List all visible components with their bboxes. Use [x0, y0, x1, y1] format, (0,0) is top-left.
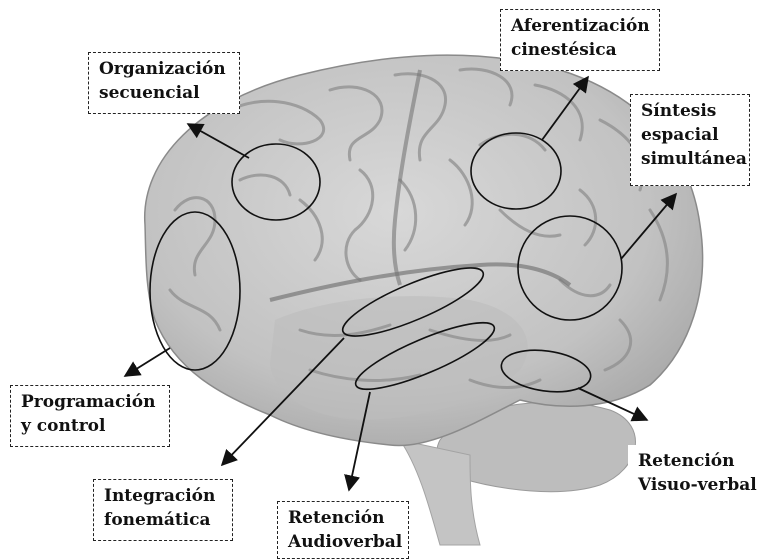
- label-aferentizacion-cinestesica: Aferentización cinestésica: [500, 9, 660, 71]
- label-line: Visuo-verbal: [638, 473, 758, 497]
- label-organizacion-secuencial: Organización secuencial: [88, 52, 240, 114]
- label-line: Integración: [104, 484, 222, 508]
- label-line: y control: [21, 414, 159, 438]
- label-line: secuencial: [99, 81, 229, 105]
- label-line: espacial: [641, 123, 739, 147]
- label-integracion-fonematica: Integración fonemática: [93, 479, 233, 541]
- label-line: fonemática: [104, 508, 222, 532]
- label-programacion-y-control: Programación y control: [10, 385, 170, 447]
- label-line: Programación: [21, 390, 159, 414]
- label-line: Retención: [288, 506, 398, 530]
- label-sintesis-espacial-simultanea: Síntesis espacial simultánea: [630, 94, 750, 186]
- label-line: Aferentización: [511, 14, 649, 38]
- label-line: cinestésica: [511, 38, 649, 62]
- label-retencion-audioverbal: Retención Audioverbal: [277, 501, 409, 559]
- label-line: Organización: [99, 57, 229, 81]
- label-retencion-visuo-verbal: Retención Visuo-verbal: [628, 445, 768, 507]
- brain-stem: [400, 440, 480, 545]
- arrow-programacion: [125, 348, 170, 376]
- label-line: Retención: [638, 449, 758, 473]
- label-line: Audioverbal: [288, 530, 398, 554]
- label-line: Síntesis: [641, 99, 739, 123]
- label-line: simultánea: [641, 147, 739, 171]
